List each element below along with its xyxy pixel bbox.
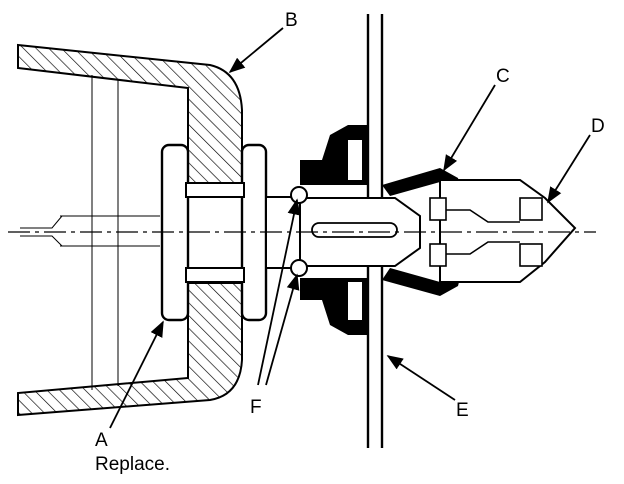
clip-leg-upper [382, 168, 465, 210]
leader-e [386, 355, 456, 401]
clip-leg-lower [382, 254, 465, 296]
clip-seal [300, 125, 368, 335]
grommet-neck-lower [185, 267, 245, 283]
label-c: C [496, 66, 510, 87]
label-a: A [95, 430, 108, 451]
grommet-neck-upper [185, 182, 245, 198]
label-e: E [456, 400, 469, 421]
label-f: F [250, 397, 262, 418]
leader-a [109, 320, 164, 429]
tip-lug-lower [429, 243, 447, 267]
leader-b [228, 27, 284, 74]
housing [17, 43, 243, 417]
leader-d [547, 134, 591, 204]
housing-tip [20, 215, 63, 247]
leaders [109, 27, 591, 429]
o-ring-lower [290, 259, 308, 277]
label-d: D [591, 116, 605, 137]
seal-upper-cutout [348, 140, 362, 180]
housing-upper-wall [17, 43, 243, 184]
tip-lug-right-lower [519, 243, 543, 267]
clip-slot [311, 222, 398, 238]
o-ring-upper [290, 186, 308, 204]
seal-lower-cutout [348, 282, 362, 320]
tip-inner-lines [446, 209, 520, 255]
housing-lower-wall [17, 282, 243, 417]
tip-lug-upper [429, 197, 447, 221]
replace-note: Replace. [95, 454, 170, 475]
tip-lug-right-upper [519, 197, 543, 221]
leader-f-upper [257, 198, 301, 386]
grommet [160, 143, 301, 322]
tip-outline [439, 179, 577, 283]
clip-tip [429, 179, 577, 283]
leader-f-lower [265, 273, 300, 386]
label-b: B [285, 10, 298, 31]
leader-c [443, 84, 496, 172]
